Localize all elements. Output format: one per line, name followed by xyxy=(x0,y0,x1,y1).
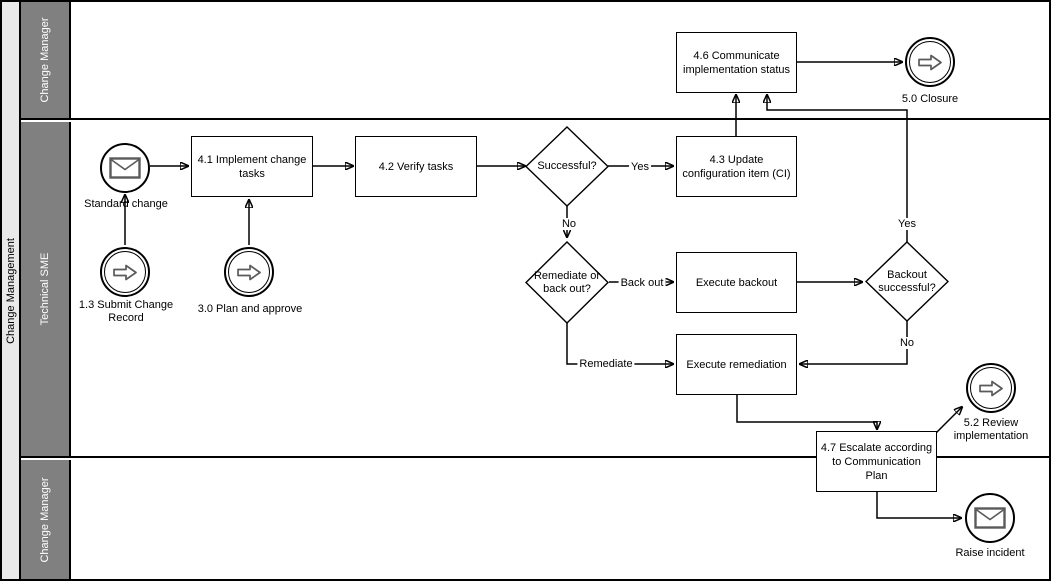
task-label: Execute backout xyxy=(695,276,778,289)
lane-label: Technical SME xyxy=(39,252,51,326)
link-arrow-icon xyxy=(979,380,1003,396)
link-arrow-icon xyxy=(113,264,137,280)
lane-change-manager-top: Change Manager xyxy=(21,2,1049,120)
lane-header-technical-sme: Technical SME xyxy=(21,122,71,456)
task-label: 4.2 Verify tasks xyxy=(378,160,454,173)
lane-label: Change Manager xyxy=(39,476,51,563)
lane-label: Change Manager xyxy=(39,17,51,103)
event-submit-change-record[interactable] xyxy=(100,247,150,297)
event-label-plan-and-approve: 3.0 Plan and approve xyxy=(197,303,303,315)
envelope-icon xyxy=(974,507,1006,529)
gateway-remediate-or-back-out[interactable]: Remediate or back out? xyxy=(525,241,609,324)
link-arrow-icon xyxy=(237,264,261,280)
pool-header: Change Management xyxy=(2,2,21,579)
gateway-label: Successful? xyxy=(537,160,597,172)
task-label: 4.7 Escalate according to Communication … xyxy=(820,441,933,482)
event-standard-change[interactable] xyxy=(100,143,150,193)
task-verify-tasks[interactable]: 4.2 Verify tasks xyxy=(355,136,477,197)
task-execute-remediation[interactable]: Execute remediation xyxy=(676,334,797,395)
lane-change-manager-bottom: Change Manager xyxy=(21,460,1049,579)
task-label: 4.3 Update configuration item (CI) xyxy=(682,153,791,180)
event-label-closure: 5.0 Closure xyxy=(901,93,959,105)
event-inner-ring xyxy=(104,251,146,293)
event-inner-ring xyxy=(909,41,951,83)
event-closure[interactable] xyxy=(905,37,955,87)
task-communicate-implementation-status[interactable]: 4.6 Communicate implementation status xyxy=(676,32,797,93)
task-label: 4.1 Implement change tasks xyxy=(197,153,307,180)
task-label: Execute remediation xyxy=(686,358,787,371)
envelope-icon xyxy=(109,157,141,179)
event-label-raise-incident: Raise incident xyxy=(955,547,1025,559)
gateway-backout-successful[interactable]: Backout successful? xyxy=(865,241,949,322)
event-plan-and-approve[interactable] xyxy=(224,247,274,297)
task-update-configuration-item[interactable]: 4.3 Update configuration item (CI) xyxy=(676,136,797,197)
pool-title: Change Management xyxy=(4,237,17,344)
lane-technical-sme: Technical SME xyxy=(21,122,1049,458)
edge-label-remediate: Remediate xyxy=(577,358,635,370)
event-label-standard-change: Standard change xyxy=(84,198,168,210)
event-label-review-implementation: 5.2 Review implementation xyxy=(953,417,1029,442)
task-implement-change-tasks[interactable]: 4.1 Implement change tasks xyxy=(191,136,313,197)
gateway-label: Backout successful? xyxy=(878,268,936,294)
gateway-label: Remediate or back out? xyxy=(533,269,601,295)
edge-label-successful-yes: Yes xyxy=(629,161,651,173)
edge-label-successful-no: No xyxy=(559,218,579,230)
event-inner-ring xyxy=(970,367,1012,409)
edge-label-backout-yes: Yes xyxy=(896,218,918,230)
edge-label-back-out: Back out xyxy=(618,277,666,289)
task-execute-backout[interactable]: Execute backout xyxy=(676,252,797,313)
event-raise-incident[interactable] xyxy=(965,493,1015,543)
link-arrow-icon xyxy=(918,54,942,70)
lane-header-change-manager-top: Change Manager xyxy=(21,2,71,118)
lane-header-change-manager-bottom: Change Manager xyxy=(21,460,71,579)
edge-label-backout-no: No xyxy=(897,337,917,349)
task-label: 4.6 Communicate implementation status xyxy=(683,49,790,76)
task-escalate-communication-plan[interactable]: 4.7 Escalate according to Communication … xyxy=(816,431,937,492)
event-inner-ring xyxy=(228,251,270,293)
event-label-submit-change-record: 1.3 Submit Change Record xyxy=(78,299,174,324)
event-review-implementation[interactable] xyxy=(966,363,1016,413)
gateway-successful[interactable]: Successful? xyxy=(525,126,609,207)
